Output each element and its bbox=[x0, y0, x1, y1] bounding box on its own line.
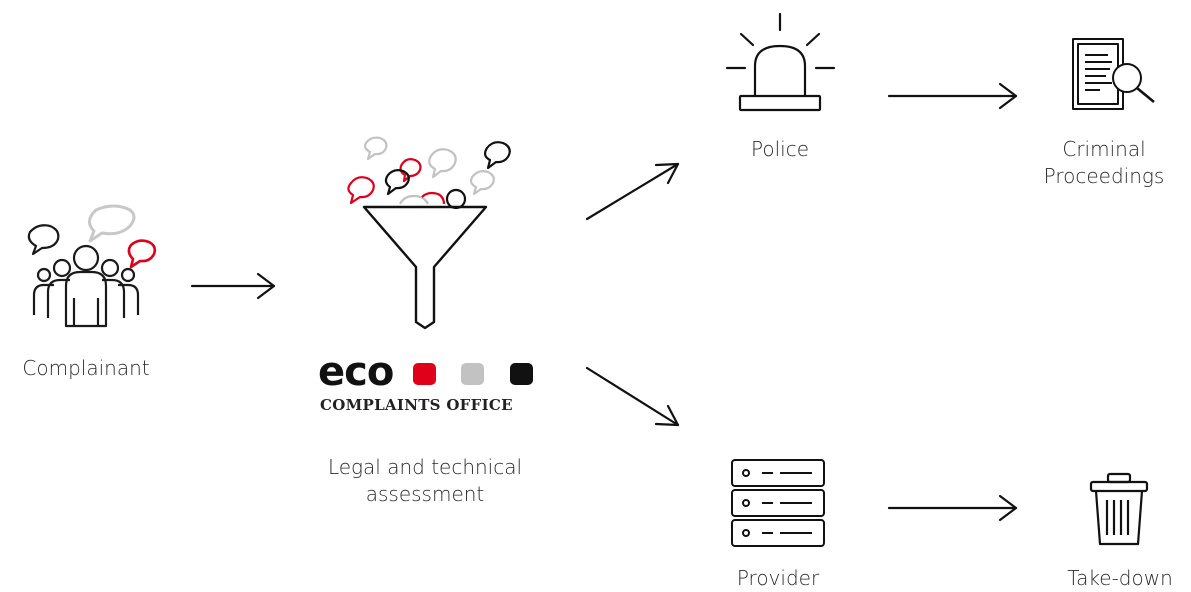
arrow-police-to-criminal bbox=[887, 82, 1018, 110]
eco-logo-subtitle: COMPLAINTS OFFICE bbox=[320, 396, 513, 414]
provider-label: Provider bbox=[736, 566, 820, 590]
assessment-label-line2: assessment bbox=[365, 482, 485, 506]
assessment-label-line1: Legal and technical bbox=[327, 455, 523, 479]
arrow-eco-to-provider bbox=[585, 366, 680, 427]
server-icon bbox=[731, 459, 825, 547]
funnel-with-speech-bubbles-icon bbox=[347, 136, 511, 330]
logo-square-black bbox=[510, 363, 533, 385]
arrow-complainant-to-eco bbox=[190, 272, 276, 300]
arrow-eco-to-police bbox=[585, 162, 680, 221]
criminal-label-line1: Criminal bbox=[1062, 137, 1146, 161]
logo-square-gray bbox=[461, 363, 484, 385]
eco-logo-wordmark: eco bbox=[318, 349, 394, 395]
logo-square-red bbox=[413, 363, 436, 385]
takedown-label: Take-down bbox=[1067, 566, 1173, 590]
arrow-provider-to-takedown bbox=[887, 494, 1018, 522]
people-with-speech-bubbles-icon bbox=[27, 204, 157, 328]
criminal-label-line2: Proceedings bbox=[1043, 164, 1165, 188]
trash-bin-icon bbox=[1089, 472, 1149, 546]
police-label: Police bbox=[751, 137, 809, 161]
complainant-label: Complainant bbox=[22, 356, 150, 380]
siren-icon bbox=[725, 12, 836, 112]
document-magnifier-icon bbox=[1072, 38, 1155, 110]
eco-logo-squares bbox=[413, 363, 533, 385]
